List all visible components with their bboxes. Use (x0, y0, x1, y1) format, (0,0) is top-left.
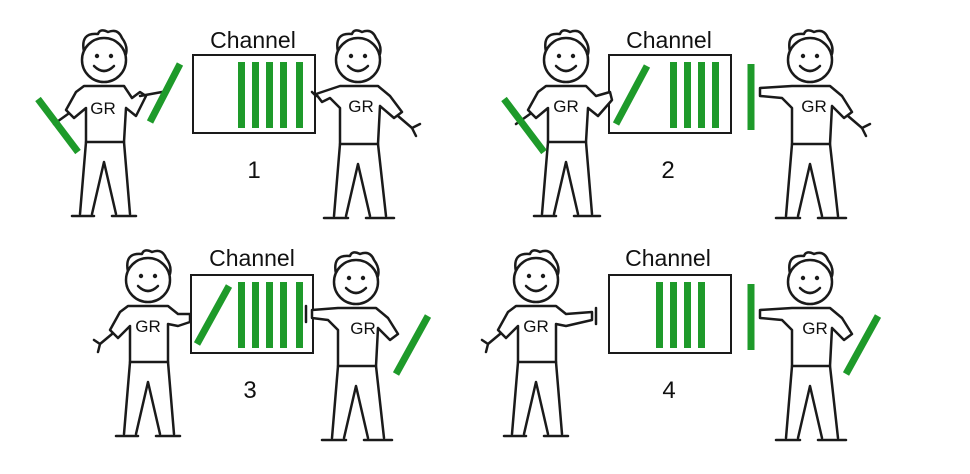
green-stick (146, 62, 184, 124)
stick-figure-right (758, 29, 872, 220)
channel-bar (684, 62, 691, 128)
channel-box (608, 54, 732, 134)
channel-box (192, 54, 316, 134)
channel-bar (252, 62, 259, 128)
panel-number: 2 (661, 157, 674, 184)
green-stick (392, 314, 432, 376)
channel-bar (670, 62, 677, 128)
green-stick (501, 96, 547, 155)
green-stick (193, 284, 233, 346)
shirt-label: GR (350, 319, 376, 338)
panel-2: Channel 2 GR (501, 27, 872, 220)
channel-bar (266, 62, 273, 128)
stick-figure-right (304, 251, 400, 442)
channel-bar (698, 62, 705, 128)
shirt-label: GR (553, 97, 579, 116)
channel-bars (670, 62, 719, 128)
panel-number: 3 (243, 377, 256, 404)
green-stick (35, 96, 81, 155)
stick-figure-left (92, 249, 192, 438)
channel-bar (266, 282, 273, 348)
channel-bars (238, 282, 303, 348)
channel-bar (280, 62, 287, 128)
green-stick (612, 64, 651, 126)
panel-number: 1 (247, 157, 260, 184)
channel-bars (238, 62, 303, 128)
channel-bar (698, 282, 705, 348)
stick-figure-right (310, 29, 422, 220)
channel-bar (280, 282, 287, 348)
channel-bar (656, 282, 663, 348)
shirt-label: GR (348, 97, 374, 116)
stick-figure-left (514, 29, 614, 218)
channel-bar (670, 282, 677, 348)
channel-bar (296, 62, 303, 128)
shirt-label: GR (802, 319, 828, 338)
channel-box (190, 274, 314, 354)
channel-bar (296, 282, 303, 348)
channel-box (608, 274, 732, 354)
shirt-label: GR (135, 317, 161, 336)
shirt-label: GR (801, 97, 827, 116)
stick-figure-left (480, 249, 598, 438)
panel-3: Channel 3 GR (92, 245, 432, 442)
channel-bar (238, 282, 245, 348)
channel-label: Channel (210, 27, 296, 53)
channel-label: Channel (209, 245, 295, 271)
channel-label: Channel (626, 27, 712, 53)
channel-bar (712, 62, 719, 128)
channel-label: Channel (625, 245, 711, 271)
shirt-label: GR (523, 317, 549, 336)
panel-1: Channel 1 GR (35, 27, 422, 220)
shirt-label: GR (90, 99, 116, 118)
panel-number: 4 (662, 377, 675, 404)
channel-bar (252, 282, 259, 348)
channel-bar (238, 62, 245, 128)
channel-bars (656, 282, 705, 348)
channel-bar (684, 282, 691, 348)
panel-4: Channel 4 GR (480, 245, 882, 442)
green-stick (842, 314, 882, 376)
stick-figure-right (758, 251, 854, 442)
stick-figure-left (52, 29, 164, 218)
